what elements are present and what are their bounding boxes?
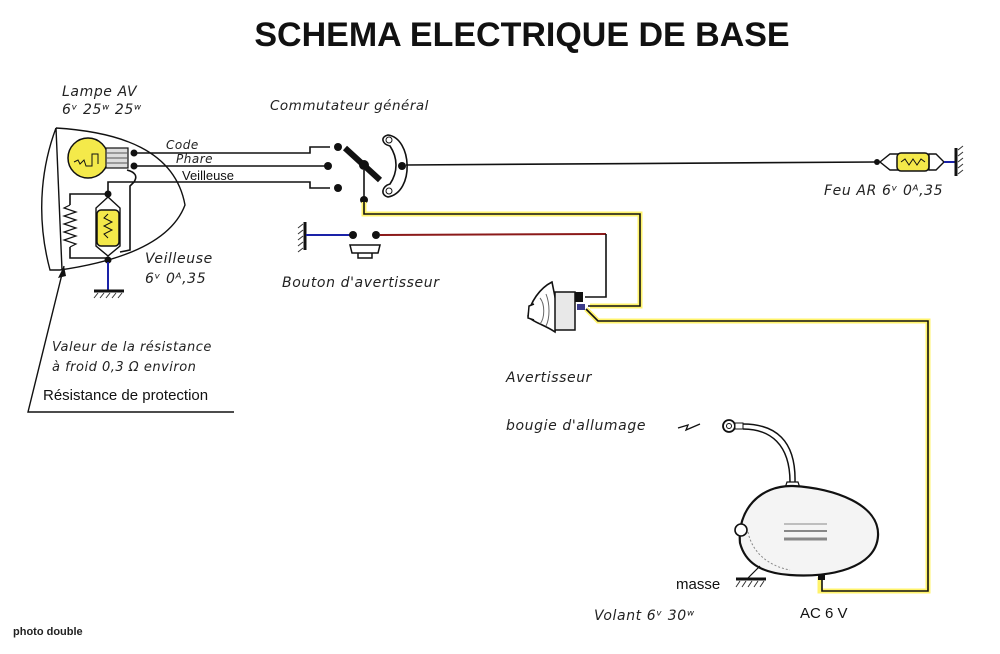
horn-button-label: Bouton d'avertisseur	[282, 275, 440, 291]
horn-label: Avertisseur	[505, 370, 593, 386]
main-switch-label: Commutateur général	[270, 98, 429, 114]
ground-icon	[954, 145, 964, 176]
flywheel-output-label: AC 6 V	[800, 605, 848, 622]
wire-label-veilleuse: Veilleuse	[182, 168, 234, 183]
tail-lamp-wire	[405, 161, 877, 166]
wire-label-code: Code	[166, 138, 199, 152]
flywheel-magneto-icon	[734, 484, 880, 580]
pilot-lamp-icon	[95, 169, 137, 264]
headlamp-label-line1: Lampe AV	[62, 84, 138, 100]
yellow-wire-horn-to-flywheel	[584, 307, 931, 594]
headlamp-housing	[41, 127, 186, 271]
diagram-title: SCHEMA ELECTRIQUE DE BASE	[254, 16, 789, 54]
horn-button: Bouton d'avertisseur	[282, 222, 440, 291]
pilot-lamp-label-line1: Veilleuse	[145, 251, 213, 267]
headlamp-label-line2: 6ᵛ 25ʷ 25ʷ	[62, 102, 142, 118]
resistance-annotation: Valeur de la résistance à froid 0,3 Ω en…	[27, 265, 234, 413]
flywheel-ground-label: masse	[676, 576, 720, 593]
horn-button-wire	[379, 233, 607, 236]
spark-plug-lead-icon	[722, 419, 801, 489]
switch-contact-plate-icon	[382, 134, 408, 198]
horn-icon	[527, 280, 585, 334]
resistance-caption: Résistance de protection	[43, 387, 208, 404]
main-switch: Commutateur général	[270, 98, 429, 204]
ground-icon	[93, 289, 124, 299]
flywheel-ground: masse	[676, 565, 766, 593]
horn-push-button-icon[interactable]	[349, 244, 381, 259]
resistance-note-line1: Valeur de la résistance	[52, 340, 212, 355]
tail-lamp-label: Feu AR 6ᵛ 0ᴬ,35	[824, 183, 943, 199]
spark-icon	[677, 423, 701, 432]
headlamp-to-switch-wires	[134, 146, 330, 189]
flywheel-label: Volant 6ᵛ 30ʷ	[594, 608, 695, 624]
tail-lamp: Feu AR 6ᵛ 0ᴬ,35	[824, 145, 964, 199]
spark-plug-label: bougie d'allumage	[506, 418, 646, 434]
yellow-wire-switch-to-horn	[361, 202, 643, 309]
headlamp-bulb-icon	[67, 137, 138, 179]
ground-icon	[297, 222, 307, 253]
protection-resistor-icon	[62, 181, 135, 259]
resistance-note-line2: à froid 0,3 Ω environ	[52, 360, 196, 375]
ground-icon	[735, 577, 766, 588]
pilot-lamp-label-line2: 6ᵛ 0ᴬ,35	[145, 271, 206, 287]
wire-label-phare: Phare	[176, 152, 213, 166]
headlamp: Lampe AV 6ᵛ 25ʷ 25ʷ Code Phare Veilleuse	[41, 84, 234, 299]
footer-note: photo double	[13, 626, 83, 638]
